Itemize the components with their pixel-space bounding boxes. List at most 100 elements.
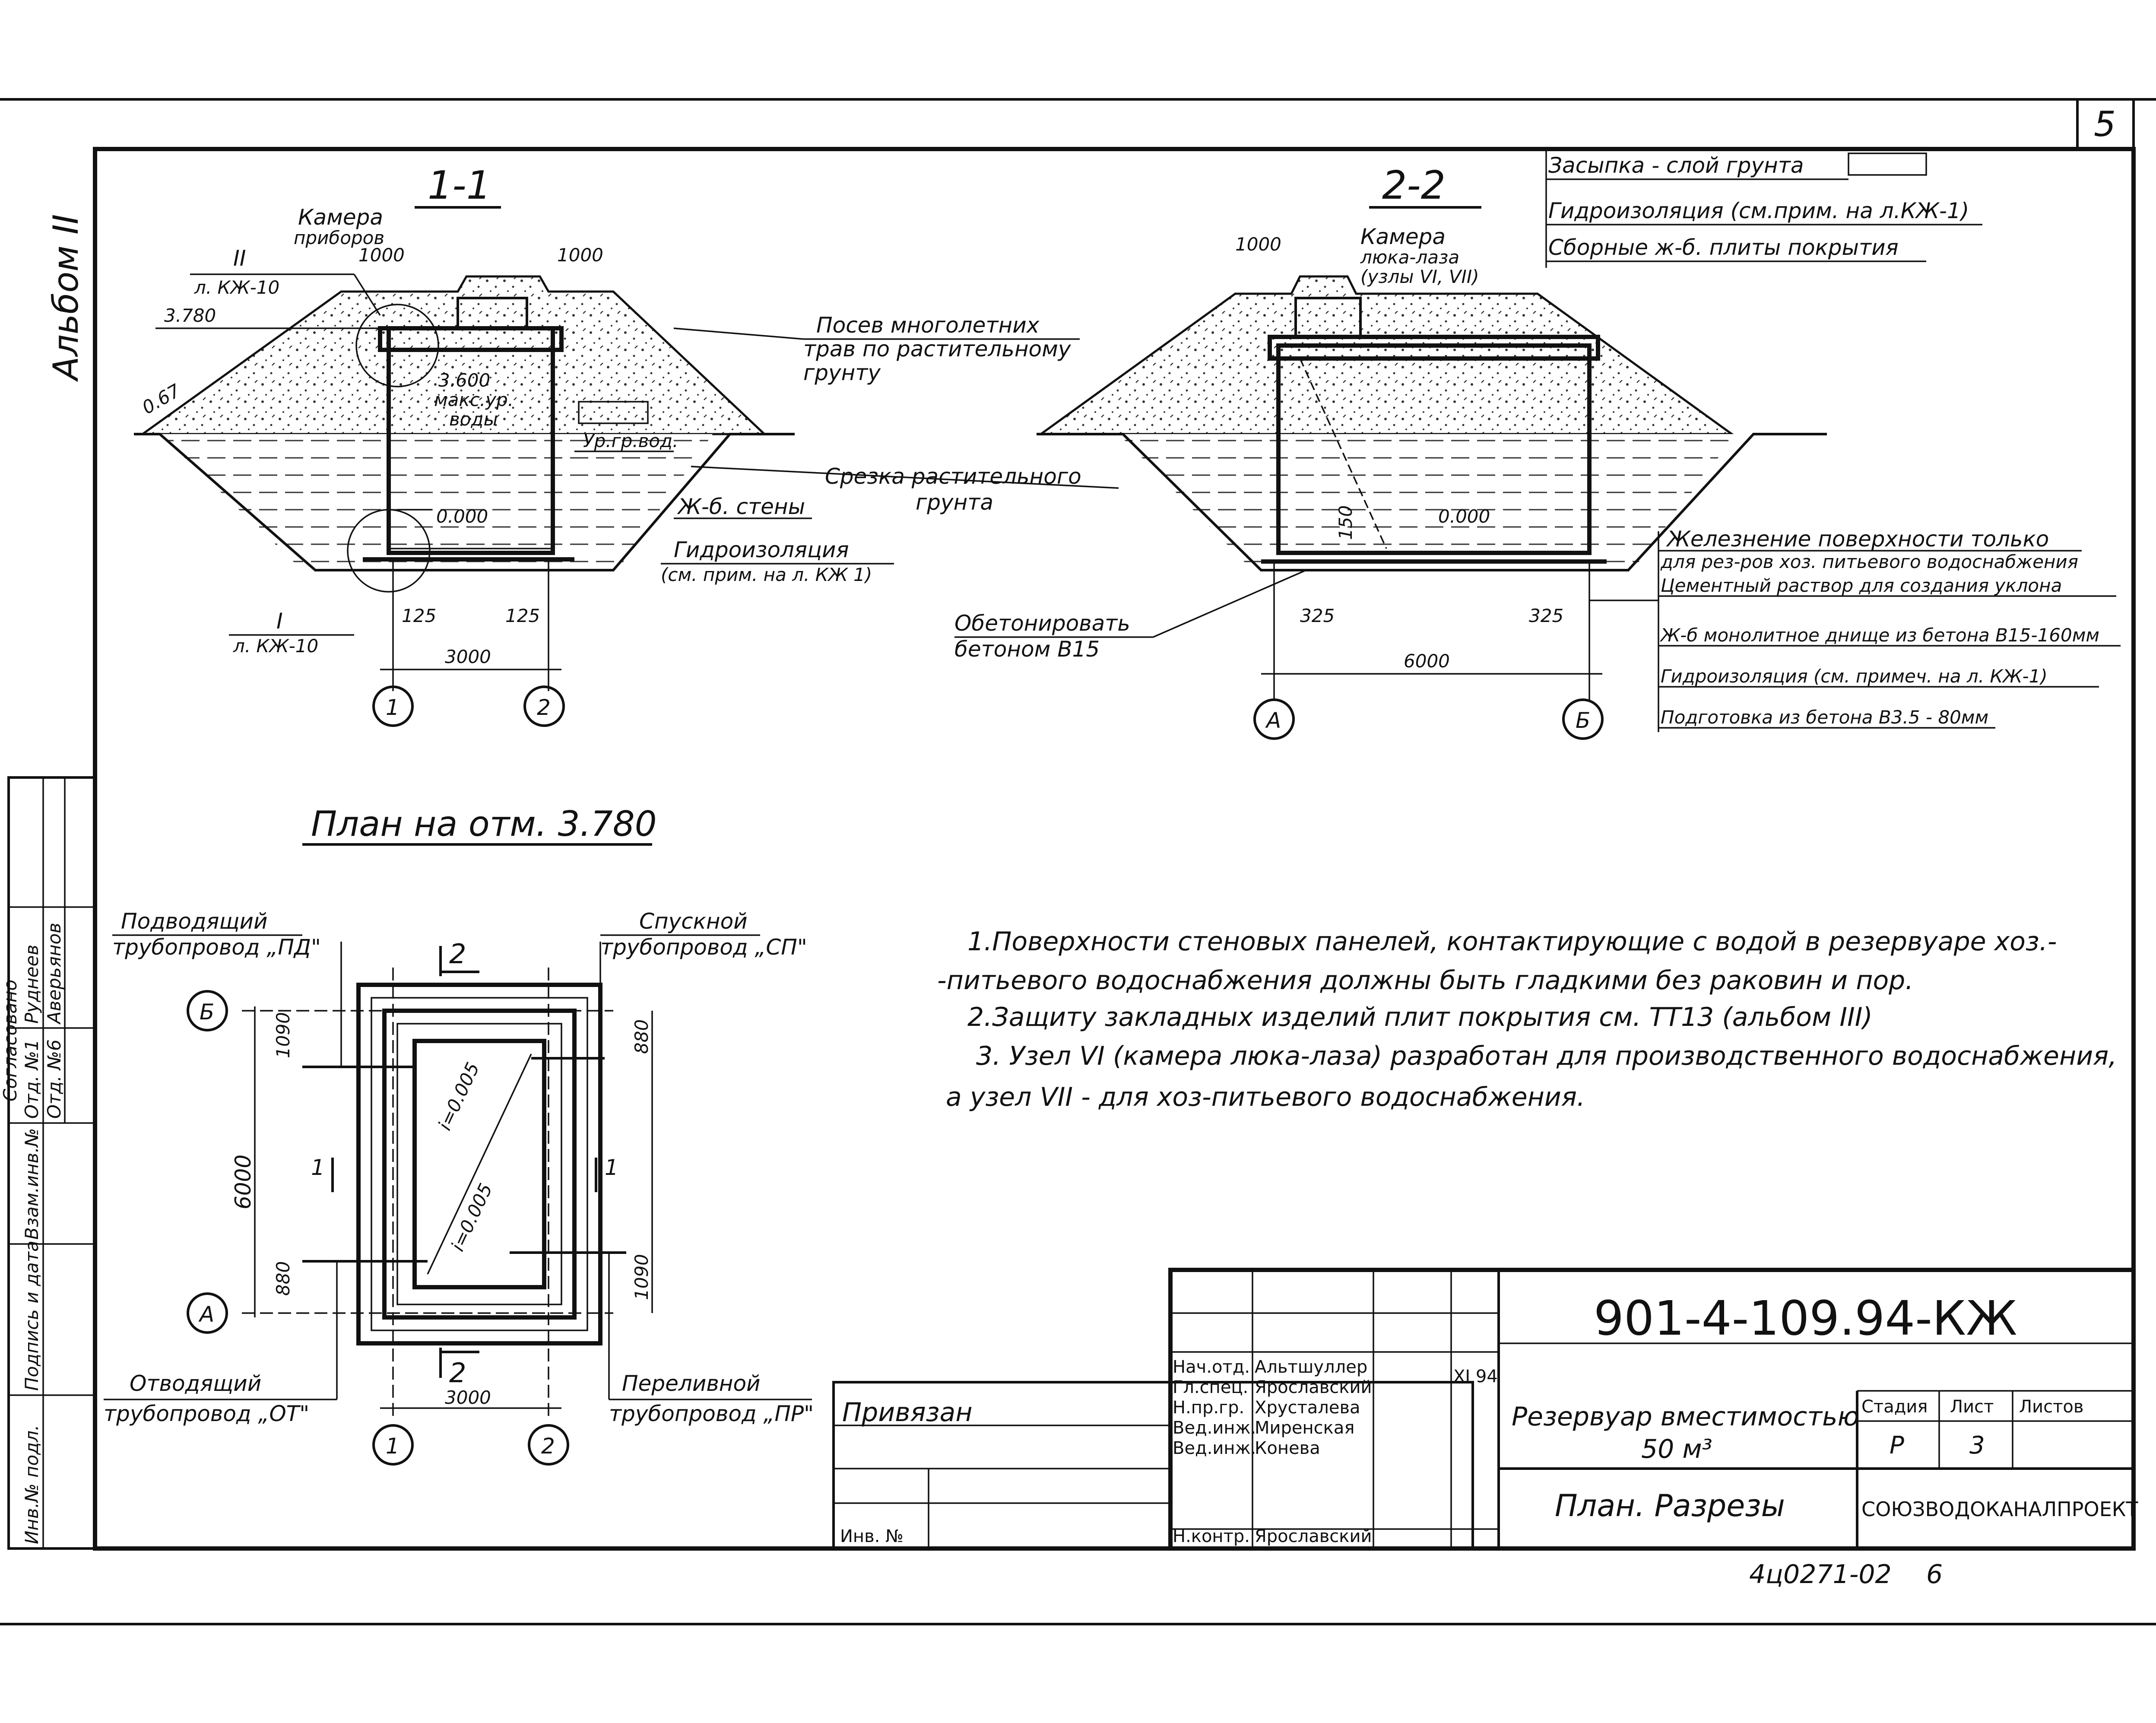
note-3a: 3. Узел VI (камера люка-лаза) разработан… bbox=[976, 1041, 2117, 1071]
gw-level: Ур.гр.вод. bbox=[583, 430, 679, 451]
callout-cut-1: Срезка растительного bbox=[825, 464, 1081, 489]
plan-title: План на отм. 3.780 bbox=[311, 804, 657, 844]
name-0: Альтшуллер bbox=[1255, 1357, 1367, 1377]
callout-concrete-2: бетоном В15 bbox=[954, 637, 1100, 662]
note-1b: -питьевого водоснабжения должны быть гла… bbox=[937, 965, 1913, 996]
drawing-code: 901-4-109.94-КЖ bbox=[1594, 1291, 2017, 1346]
object-name-1: Резервуар вместимостью bbox=[1512, 1402, 1859, 1432]
stamp-dept-2: Отд. №6 bbox=[44, 1039, 65, 1119]
plan-axis-1: 1 bbox=[386, 1434, 399, 1459]
attached: Привязан bbox=[842, 1397, 973, 1428]
node-i-sheet: л. КЖ-10 bbox=[233, 635, 318, 657]
dim-325-left: 325 bbox=[1300, 605, 1335, 626]
callout-cut-2: грунта bbox=[916, 490, 993, 515]
name-4: Конева bbox=[1255, 1438, 1320, 1458]
axis-1-section: 1 bbox=[386, 695, 399, 720]
axis-a-section: А bbox=[1265, 708, 1281, 733]
cut-1-left: 1 bbox=[311, 1155, 325, 1180]
sheets-label: Листов bbox=[2019, 1397, 2083, 1417]
note-2: 2.Защиту закладных изделий плит покрытия… bbox=[967, 1002, 1873, 1032]
plan-axis-a: А bbox=[198, 1302, 214, 1327]
node-ii-sheet: л. КЖ-10 bbox=[194, 277, 279, 298]
stamp-label-sign: Подпись и дата bbox=[21, 1241, 42, 1391]
stamp-name-2: Аверьянов bbox=[44, 923, 65, 1025]
pipe-pr-1: Переливной bbox=[622, 1371, 761, 1396]
role-4: Вед.инж. bbox=[1173, 1438, 1256, 1458]
max-level-1: макс.ур. bbox=[434, 389, 514, 410]
dim-1000-left: 1000 bbox=[358, 244, 405, 266]
callout-seeding-2: трав по растительному bbox=[803, 336, 1072, 362]
callouts: Посев многолетних трав по растительному … bbox=[661, 313, 1326, 662]
dim-1000-2-2: 1000 bbox=[1235, 234, 1281, 255]
plan-dim-1090-right: 1090 bbox=[631, 1254, 652, 1300]
note-1a: 1.Поверхности стеновых панелей, контакти… bbox=[967, 927, 2057, 957]
section-1-1: 1-1 Камера приборов II л. КЖ-10 3.780 3.… bbox=[134, 163, 795, 727]
name-5: Ярославский bbox=[1255, 1526, 1372, 1546]
node-i-label: I bbox=[276, 609, 283, 634]
plan-axis-2: 2 bbox=[541, 1434, 555, 1459]
plan-dim-880-left: 880 bbox=[273, 1261, 294, 1296]
section-2-2-title: 2-2 bbox=[1382, 163, 1446, 208]
chamber-label-2: приборов bbox=[294, 227, 384, 248]
notes: 1.Поверхности стеновых панелей, контакти… bbox=[937, 927, 2117, 1112]
cut-2-bottom: 2 bbox=[449, 1357, 466, 1389]
sheet-title: План. Разрезы bbox=[1555, 1488, 1785, 1523]
page-number: 5 bbox=[2094, 104, 2116, 144]
callout-waterproof-1: Гидроизоляция bbox=[674, 537, 849, 562]
callout-waterproof-2: (см. прим. на л. КЖ 1) bbox=[661, 564, 872, 585]
plan-dim-1090-left: 1090 bbox=[273, 1012, 294, 1058]
chamber-2-label-3: (узлы VI, VII) bbox=[1360, 266, 1479, 287]
organization: СОЮЗВОДОКАНАЛПРОЕКТ bbox=[1861, 1498, 2138, 1521]
stamp-label-inv: Инв.№ подл. bbox=[21, 1425, 42, 1544]
plan-dim-6000: 6000 bbox=[231, 1155, 256, 1209]
embankment-2-2 bbox=[1037, 275, 1735, 435]
layer-cement: Цементный раствор для создания уклона bbox=[1661, 575, 2062, 596]
dim-125-right: 125 bbox=[505, 605, 540, 626]
dim-3000-1-1: 3000 bbox=[445, 646, 491, 667]
max-level-2: воды bbox=[449, 409, 498, 430]
album-label: Альбом II bbox=[46, 214, 86, 382]
chamber-2-label-2: люка-лаза bbox=[1360, 247, 1459, 268]
chamber-2-label: Камера bbox=[1360, 224, 1446, 249]
layer-callouts-bottom: Железнение поверхности только для рез-ро… bbox=[1589, 527, 2121, 732]
stage-label: Стадия bbox=[1861, 1397, 1928, 1417]
dim-150: 150 bbox=[1335, 505, 1356, 540]
role-0: Нач.отд. bbox=[1173, 1357, 1250, 1377]
role-1: Гл.спец. bbox=[1173, 1377, 1248, 1397]
cut-2-top: 2 bbox=[449, 938, 466, 970]
tank-2-2 bbox=[1276, 343, 1592, 555]
excavation-2-2 bbox=[1119, 434, 1736, 570]
object-name-2: 50 м³ bbox=[1641, 1434, 1712, 1464]
pipe-ot-2: трубопровод „ОТ" bbox=[104, 1401, 309, 1426]
side-stamp: Согласовано Отд. №1 Отд. №6 Руднеев Авер… bbox=[0, 776, 96, 1550]
note-3b: а узел VII - для хоз-питьевого водоснабж… bbox=[946, 1082, 1585, 1112]
name-1: Ярославский bbox=[1255, 1377, 1372, 1397]
bottom-num: 6 bbox=[1926, 1559, 1943, 1590]
stamp-dept-1: Отд. №1 bbox=[21, 1039, 42, 1119]
chamber-label: Камера bbox=[298, 205, 383, 230]
layer-waterproof-bottom: Гидроизоляция (см. примеч. на л. КЖ-1) bbox=[1661, 666, 2048, 687]
page-number-box bbox=[2076, 98, 2135, 150]
pipe-pd-1: Подводящий bbox=[121, 909, 268, 934]
layer-iron-1: Железнение поверхности только bbox=[1666, 527, 2049, 552]
layer-rc-bottom: Ж-б монолитное днище из бетона В15-160мм bbox=[1659, 625, 2099, 646]
dim-125-left: 125 bbox=[402, 605, 436, 626]
layer-slabs: Сборные ж-б. плиты покрытия bbox=[1548, 235, 1899, 260]
pipe-ot-1: Отводящий bbox=[130, 1371, 261, 1396]
stamp-label-replace: Взам.инв.№ bbox=[21, 1128, 42, 1240]
plan-dim-880-right: 880 bbox=[631, 1019, 652, 1054]
layer-backfill: Засыпка - слой грунта bbox=[1548, 153, 1804, 178]
plan-view: План на отм. 3.780 Подводящий трубопрово… bbox=[104, 804, 814, 1466]
pipe-sp-1: Спускной bbox=[639, 909, 748, 934]
callout-seeding-3: грунту bbox=[803, 360, 881, 385]
cut-1-right: 1 bbox=[605, 1155, 618, 1180]
embankment-1-1 bbox=[139, 275, 767, 435]
axis-2-section: 2 bbox=[537, 695, 551, 720]
date: XI 94 bbox=[1453, 1367, 1498, 1387]
axis-b-section: Б bbox=[1576, 708, 1590, 733]
stamp-agreed: Согласовано bbox=[0, 980, 21, 1101]
level-water: 3.600 bbox=[438, 370, 490, 391]
pipe-sp-2: трубопровод „СП" bbox=[600, 935, 807, 960]
dim-6000-2-2: 6000 bbox=[1404, 650, 1450, 672]
